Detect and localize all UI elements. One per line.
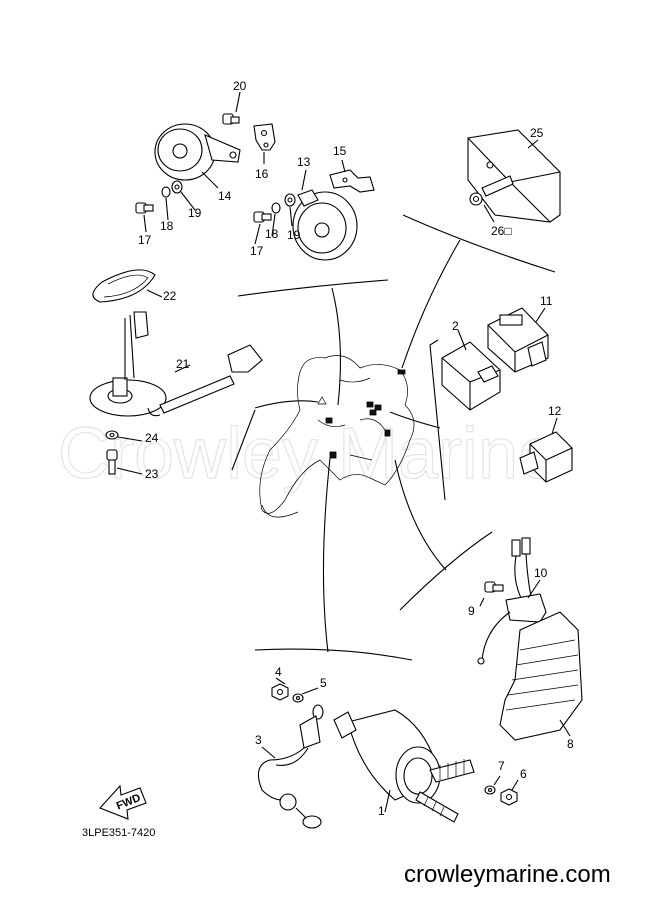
callout-26: 26□ bbox=[491, 224, 512, 238]
fasteners-left bbox=[135, 180, 196, 233]
bracket-16 bbox=[253, 123, 276, 164]
horn-13 bbox=[292, 169, 358, 261]
section-brackets bbox=[231, 214, 556, 661]
callout-14: 14 bbox=[218, 189, 232, 203]
callout-23: 23 bbox=[145, 467, 159, 481]
bolt-20 bbox=[222, 91, 241, 125]
callout-18: 18 bbox=[160, 219, 174, 233]
callout-17: 17 bbox=[250, 244, 264, 258]
nut-6-washer-7 bbox=[484, 775, 519, 806]
relay-11 bbox=[487, 307, 549, 373]
callout-19: 19 bbox=[188, 206, 202, 220]
drawing-code: 3LPE351-7420 bbox=[82, 827, 155, 839]
cable-3 bbox=[257, 704, 324, 829]
boot-8 bbox=[499, 611, 583, 741]
engine-outline bbox=[259, 355, 415, 518]
relay-2 bbox=[441, 329, 501, 411]
callout-17: 17 bbox=[138, 233, 152, 247]
callout-8: 8 bbox=[567, 737, 574, 751]
fasteners-right bbox=[253, 193, 296, 245]
horn-14 bbox=[154, 123, 241, 189]
harness-10 bbox=[477, 537, 547, 665]
callout-15: 15 bbox=[333, 144, 347, 158]
callout-10: 10 bbox=[534, 566, 548, 580]
callout-12: 12 bbox=[548, 404, 562, 418]
leader-lines bbox=[254, 239, 461, 653]
callout-2: 2 bbox=[452, 319, 459, 333]
callout-labels: 1234567891011121314151617171818191920212… bbox=[138, 79, 574, 818]
callout-3: 3 bbox=[255, 733, 262, 747]
bolt-9 bbox=[479, 581, 504, 607]
callout-5: 5 bbox=[320, 676, 327, 690]
box-25 bbox=[467, 129, 561, 223]
nut-4-washer-5 bbox=[271, 677, 319, 703]
relay-12 bbox=[519, 417, 573, 483]
oring-22 bbox=[92, 269, 163, 303]
callout-21: 21 bbox=[176, 357, 190, 371]
fwd-arrow-icon: FWD bbox=[99, 784, 147, 820]
callout-7: 7 bbox=[498, 759, 505, 773]
callout-24: 24 bbox=[145, 431, 159, 445]
footer-site[interactable]: crowleymarine.com bbox=[404, 861, 611, 888]
callout-20: 20 bbox=[233, 79, 247, 93]
callout-19: 19 bbox=[287, 228, 301, 242]
callout-9: 9 bbox=[468, 604, 475, 618]
callout-16: 16 bbox=[255, 167, 269, 181]
callout-4: 4 bbox=[275, 665, 282, 679]
callout-11: 11 bbox=[540, 294, 553, 308]
callout-1: 1 bbox=[378, 804, 385, 818]
solenoid-1 bbox=[333, 709, 475, 823]
bracket-15 bbox=[329, 159, 375, 193]
screw-23-washer-24 bbox=[105, 430, 143, 475]
callout-13: 13 bbox=[297, 155, 311, 169]
watermark-text: Crowley Marine bbox=[58, 414, 558, 494]
callout-22: 22 bbox=[163, 289, 177, 303]
callout-6: 6 bbox=[520, 767, 527, 781]
callout-18: 18 bbox=[265, 227, 279, 241]
callout-25: 25 bbox=[530, 126, 544, 140]
sender-21 bbox=[89, 311, 263, 417]
